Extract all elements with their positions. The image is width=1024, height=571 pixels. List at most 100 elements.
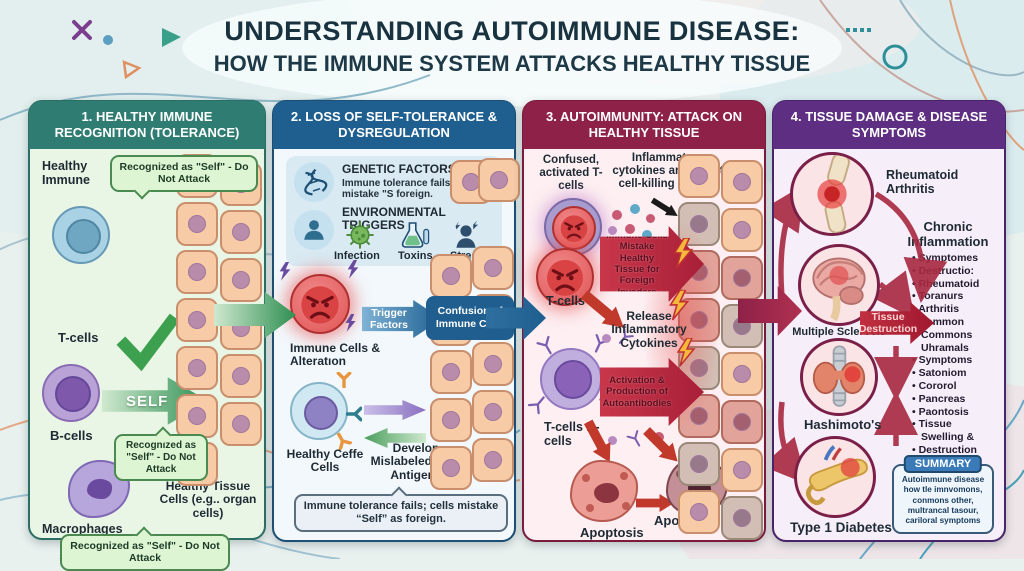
list-item: Pancreas (912, 393, 996, 406)
attack-lightning-icon (669, 290, 690, 321)
immune-cells-alteration-label: Immune Cells & Alteratıon (290, 341, 381, 369)
tissue-cell (678, 154, 720, 198)
list-item: Paontosis (912, 406, 996, 419)
tissue-cell (430, 446, 472, 490)
tissue-cell (472, 246, 514, 290)
healthy-tissue-cells-label: Healthy Tissue Cells (e.g.. organ cells) (159, 479, 257, 520)
hashimotos-illustration (800, 338, 878, 416)
lightning-icon (345, 314, 356, 332)
cytokine-dot (602, 334, 611, 343)
list-item: Satoniom (912, 367, 996, 380)
tissue-cell (220, 258, 262, 302)
flask-icon (401, 222, 430, 248)
b-cells-label: B-cells (50, 428, 93, 443)
summary-text: Autoimmune disease how tle imnvomons, co… (901, 475, 985, 525)
antibody-icon (527, 396, 545, 415)
tissue-cell (176, 298, 218, 342)
panel3-title: 3. AUTOIMMUNITY: ATTACK ON HEALTHY TISSU… (546, 109, 742, 140)
tissue-cell (430, 254, 472, 298)
panel-autoimmunity-attack: 3. AUTOIMMUNITY: ATTACK ON HEALTHY TISSU… (522, 100, 766, 542)
attacked-tissue-cell (721, 256, 763, 300)
tissue-cell (721, 352, 763, 396)
x-mark-decoration (72, 20, 92, 40)
tissue-cell (472, 390, 514, 434)
immune-tolerance-fails-bubble: Immune tolerance fails; cells mistake “S… (294, 494, 508, 532)
mislabel-arrow-right (364, 400, 426, 420)
panel1-title: 1. HEALTHY IMMUNE RECOGNITION (TOLERANCE… (54, 109, 240, 140)
hashimotos-label: Hashimoto's (804, 417, 882, 432)
panel2-title: 2. LOSS OF SELF-TOLERANCE & DYSREGULATIO… (290, 109, 498, 140)
panel1-header: 1. HEALTHY IMMUNE RECOGNITION (TOLERANCE… (29, 101, 265, 149)
summary-box: SUMMARY Autoimmune disease how tle imnvo… (892, 455, 994, 534)
list-item: Cororol (912, 380, 996, 393)
recognized-self-bubble-bottom: Recognized as "Self" - Do Not Attack (60, 534, 230, 571)
t-cells-label: T-cells (546, 294, 585, 308)
apoptosis-label-left: Apoptosis (580, 525, 644, 540)
damaged-tissue-cell (721, 496, 763, 540)
circle-decoration (882, 44, 908, 70)
receptor-icon (336, 372, 352, 388)
tissue-cell-column (472, 246, 514, 482)
tissue-cell (472, 438, 514, 482)
tissue-cell (220, 354, 262, 398)
tissue-cell (721, 448, 763, 492)
antibody-icon (536, 335, 552, 355)
healthy-cell-nucleus (303, 395, 339, 431)
summary-badge: SUMMARY (903, 455, 983, 473)
tissue-cell (472, 342, 514, 386)
genetic-factors-title: GENETIC FACTORS (342, 162, 456, 176)
lightning-icon (279, 262, 291, 281)
macrophage-nucleus (87, 479, 112, 499)
dna-icon (294, 162, 334, 202)
healthy-cells-label: Healthy Ceffe Cells (286, 447, 364, 475)
b-cell-with-antibodies (527, 333, 617, 417)
angry-immune-cell (290, 274, 350, 334)
tissue-cell (430, 350, 472, 394)
receptor-icon (346, 406, 362, 422)
b-cell-nucleus (553, 360, 593, 400)
checkmark-icon (116, 313, 178, 372)
antibody-icon (618, 327, 634, 344)
panel2-header: 2. LOSS OF SELF-TOLERANCE & DYSREGULATIO… (273, 101, 515, 149)
person-icon (294, 210, 334, 250)
tissue-cell-pair (478, 158, 520, 202)
triangle-outline-decoration (122, 60, 142, 80)
tissue-cell-column (430, 254, 472, 490)
confused-tcells-label: Confused, activated T-cells (539, 154, 603, 192)
attacked-tissue-column (678, 154, 720, 534)
recognized-self-bubble-top: Recognized as "Self" - Do Not Attack (110, 155, 258, 192)
panel4-title: 4. TISSUE DAMAGE & DISEASE SYMPTOMS (790, 109, 988, 140)
chronic-inflammation-title: Chronic Inflammation (907, 219, 989, 249)
self-arrow-label: SELF (126, 392, 169, 410)
release-cytokines-label: Release Inflammatory Cytokines (611, 309, 687, 350)
list-item: Tissue Swelling & (912, 418, 996, 444)
type1-diabetes-label: Type 1 Diabetes (790, 520, 892, 535)
cytokine-dot (608, 436, 617, 445)
panel4-header: 4. TISSUE DAMAGE & DISEASE SYMPTOMS (773, 101, 1005, 149)
rheumatoid-arthritis-illustration (790, 152, 874, 236)
attack-lightning-icon (676, 338, 696, 367)
lightning-icon (347, 260, 359, 279)
list-item: Arthritis (912, 303, 996, 316)
type1-diabetes-illustration (794, 436, 876, 518)
virus-icon (346, 221, 374, 249)
tissue-cell (176, 250, 218, 294)
tissue-cell (678, 490, 720, 534)
list-item: Destruction (912, 444, 996, 457)
panel3-header: 3. AUTOIMMUNITY: ATTACK ON HEALTHY TISSU… (523, 101, 765, 149)
panel-healthy-immune-recognition: 1. HEALTHY IMMUNE RECOGNITION (TOLERANCE… (28, 100, 266, 571)
infographic-title: UNDERSTANDING AUTOIMMUNE DISEASE: HOW TH… (162, 16, 862, 77)
tissue-cell (176, 394, 218, 438)
tissue-cell (721, 160, 763, 204)
tissue-cell (220, 210, 262, 254)
tissue-cell (220, 402, 262, 446)
environmental-triggers-title: ENVIRONMENTAL TRIGGERS (342, 205, 446, 233)
tissue-cell (430, 398, 472, 442)
macrophages-label: Macrophages (42, 522, 123, 536)
tissue-cell (478, 158, 520, 202)
attacked-tissue-column (721, 160, 763, 540)
attack-lightning-icon (673, 238, 694, 269)
panel-tissue-damage-symptoms: 4. TISSUE DAMAGE & DISEASE SYMPTOMS Rheu… (772, 100, 1006, 542)
t-cell-nucleus (65, 218, 102, 255)
panel-loss-of-self-tolerance: 2. LOSS OF SELF-TOLERANCE & DYSREGULATIO… (272, 100, 520, 542)
